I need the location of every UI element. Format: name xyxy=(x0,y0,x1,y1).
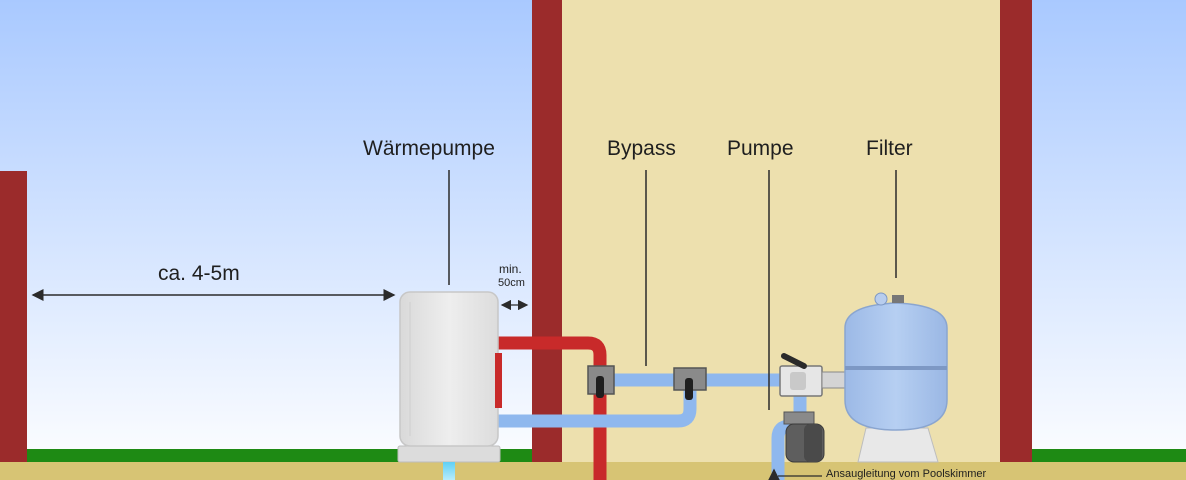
bypass-valve-right xyxy=(673,367,707,400)
multiport-valve xyxy=(779,353,849,397)
pump-unit xyxy=(783,411,825,463)
suction-line-label: Ansaugleitung vom Poolskimmer xyxy=(826,468,987,480)
building-wall-right xyxy=(1000,0,1032,462)
filter-label: Filter xyxy=(866,137,913,160)
hot-water-pipe xyxy=(498,336,607,480)
min-distance-label-bottom: 50cm xyxy=(498,277,525,289)
pump-label: Pumpe xyxy=(727,137,794,160)
condensate-drain xyxy=(443,462,455,480)
heat-pump-base xyxy=(397,445,501,463)
sand-filter xyxy=(844,292,948,463)
heat-pump-label: Wärmepumpe xyxy=(363,137,495,160)
heat-pump-unit xyxy=(399,291,502,447)
min-distance-label-top: min. xyxy=(499,262,522,276)
grass-strip-right xyxy=(1032,449,1186,462)
ground xyxy=(0,462,1186,480)
building-wall-left xyxy=(532,0,562,462)
garden-wall-left xyxy=(0,171,27,462)
bypass-label: Bypass xyxy=(607,137,676,160)
bypass-valve-left xyxy=(587,365,615,398)
distance-label: ca. 4-5m xyxy=(158,262,240,285)
